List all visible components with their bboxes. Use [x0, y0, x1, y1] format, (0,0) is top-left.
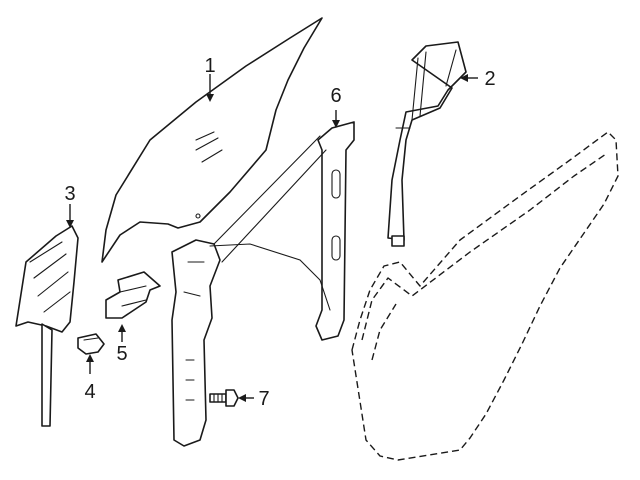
callout-6: 6 [330, 85, 341, 107]
front-glass-run[interactable] [15, 225, 79, 427]
callout-4: 4 [84, 381, 95, 403]
callout-5: 5 [116, 343, 127, 365]
callout-1: 1 [204, 55, 215, 77]
upper-channel-trim[interactable] [387, 41, 467, 247]
clip[interactable] [77, 333, 105, 355]
callout-7: 7 [258, 388, 269, 410]
regulator-motor-module[interactable] [105, 271, 161, 319]
bolt[interactable] [209, 389, 239, 407]
callout-3: 3 [64, 183, 75, 205]
window-regulator[interactable] [171, 121, 355, 447]
callout-leaders [66, 74, 478, 402]
door-glass[interactable] [101, 17, 323, 263]
callout-2: 2 [484, 68, 495, 90]
door-shell-outline [351, 131, 619, 461]
